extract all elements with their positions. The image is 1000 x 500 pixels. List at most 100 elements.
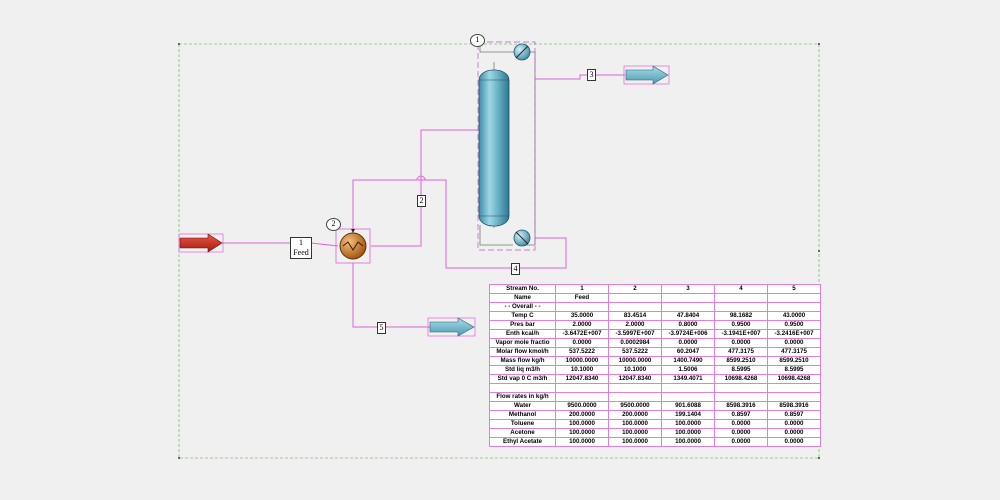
table-cell — [767, 392, 821, 402]
table-cell: 10698.4268 — [714, 374, 768, 384]
table-row-label: - - Overall - - — [489, 302, 556, 312]
stream-4-line[interactable] — [352, 179, 567, 269]
table-row: - - Overall - - — [489, 302, 821, 312]
table-row-label: Acetone — [489, 428, 556, 438]
table-row — [489, 383, 821, 393]
table-cell: 100.0000 — [661, 437, 715, 447]
stream-tag-2[interactable]: 2 — [417, 195, 426, 207]
table-cell: 0.0000 — [767, 428, 821, 438]
product-arrow-icon[interactable] — [623, 65, 670, 85]
table-row-label: Mass flow kg/h — [489, 356, 556, 366]
table-cell: 2.0000 — [608, 320, 662, 330]
table-row-label: Methanol — [489, 410, 556, 420]
table-cell: -3.5997E+007 — [608, 329, 662, 339]
table-cell — [608, 383, 662, 393]
table-cell: 0.0000 — [555, 338, 609, 348]
table-header-cell: 3 — [661, 284, 715, 294]
stream-tag-3[interactable]: 3 — [587, 69, 596, 81]
table-cell: 0.0000 — [714, 428, 768, 438]
table-cell: 10000.0000 — [555, 356, 609, 366]
table-header-cell: 5 — [767, 284, 821, 294]
table-row-label: Toluene — [489, 419, 556, 429]
table-cell: 100.0000 — [555, 437, 609, 447]
feed-stream-name: Feed — [293, 248, 309, 257]
table-cell: 8.5995 — [714, 365, 768, 375]
table-cell: -3.2416E+007 — [767, 329, 821, 339]
table-cell: 0.0000 — [767, 338, 821, 348]
table-header-cell: Stream No. — [489, 284, 556, 294]
heat-exchanger-icon[interactable] — [335, 228, 371, 264]
table-cell: 1400.7490 — [661, 356, 715, 366]
condenser-icon[interactable] — [513, 43, 531, 61]
table-cell: 9500.0000 — [555, 401, 609, 411]
table-cell — [661, 302, 715, 312]
table-row-label: Enth kcal/h — [489, 329, 556, 339]
table-cell — [555, 302, 609, 312]
table-cell — [661, 293, 715, 303]
table-cell: 100.0000 — [661, 419, 715, 429]
stream-lines — [222, 74, 625, 328]
table-cell: 0.0000 — [714, 338, 768, 348]
table-cell: 35.0000 — [555, 311, 609, 321]
table-cell — [714, 293, 768, 303]
table-cell: 0.8597 — [714, 410, 768, 420]
column-unit-number[interactable]: 1 — [470, 34, 485, 47]
table-cell: Feed — [555, 293, 609, 303]
table-cell: 100.0000 — [608, 419, 662, 429]
stream-3-line[interactable] — [535, 74, 625, 80]
table-header-row: Stream No. 1 2 3 4 5 — [489, 284, 821, 294]
feed-arrow-icon[interactable] — [178, 233, 224, 253]
table-cell: 100.0000 — [661, 428, 715, 438]
table-cell: 8598.3916 — [767, 401, 821, 411]
table-cell — [714, 302, 768, 312]
table-cell: 901.6088 — [661, 401, 715, 411]
table-cell: 8598.3916 — [714, 401, 768, 411]
stream-5-line[interactable] — [352, 263, 430, 328]
table-cell: 8.5995 — [767, 365, 821, 375]
table-cell: 100.0000 — [608, 428, 662, 438]
table-cell: -3.6472E+007 — [555, 329, 609, 339]
table-cell: 9500.0000 — [608, 401, 662, 411]
stream-tag-4[interactable]: 4 — [511, 263, 520, 275]
table-cell — [714, 392, 768, 402]
feed-label-box[interactable]: 1 Feed — [290, 237, 312, 259]
table-row-label: Std vap 0 C m3/h — [489, 374, 556, 384]
table-cell: 0.9500 — [767, 320, 821, 330]
stream-1-line-b[interactable] — [310, 242, 339, 247]
table-cell: 10.1000 — [608, 365, 662, 375]
stream-2-line[interactable] — [371, 129, 478, 247]
table-cell: -3.1941E+007 — [714, 329, 768, 339]
table-cell: 1.5006 — [661, 365, 715, 375]
table-cell: 0.0000 — [767, 437, 821, 447]
distillation-column-icon[interactable] — [478, 69, 510, 227]
table-cell: 200.0000 — [608, 410, 662, 420]
exchanger-unit-number[interactable]: 2 — [326, 218, 341, 231]
table-cell: 0.9500 — [714, 320, 768, 330]
table-cell — [714, 383, 768, 393]
table-cell: 0.0000 — [661, 338, 715, 348]
table-cell: 83.4514 — [608, 311, 662, 321]
column-selection-box — [477, 41, 536, 251]
table-cell: 477.3175 — [714, 347, 768, 357]
table-row-label: Ethyl Acetate — [489, 437, 556, 447]
line-crossing-hop — [416, 175, 426, 181]
table-row-label — [489, 383, 556, 393]
reboiler-icon[interactable] — [513, 229, 531, 247]
bottoms-arrow-icon[interactable] — [427, 317, 476, 337]
table-cell: 47.8404 — [661, 311, 715, 321]
table-row: Flow rates in kg/h — [489, 392, 821, 402]
table-cell — [555, 392, 609, 402]
table-cell: 10000.0000 — [608, 356, 662, 366]
table-cell — [767, 293, 821, 303]
table-row-label: Name — [489, 293, 556, 303]
table-cell: 199.1404 — [661, 410, 715, 420]
stream-tag-5[interactable]: 5 — [377, 322, 386, 334]
table-row-label: Molar flow kmol/h — [489, 347, 556, 357]
